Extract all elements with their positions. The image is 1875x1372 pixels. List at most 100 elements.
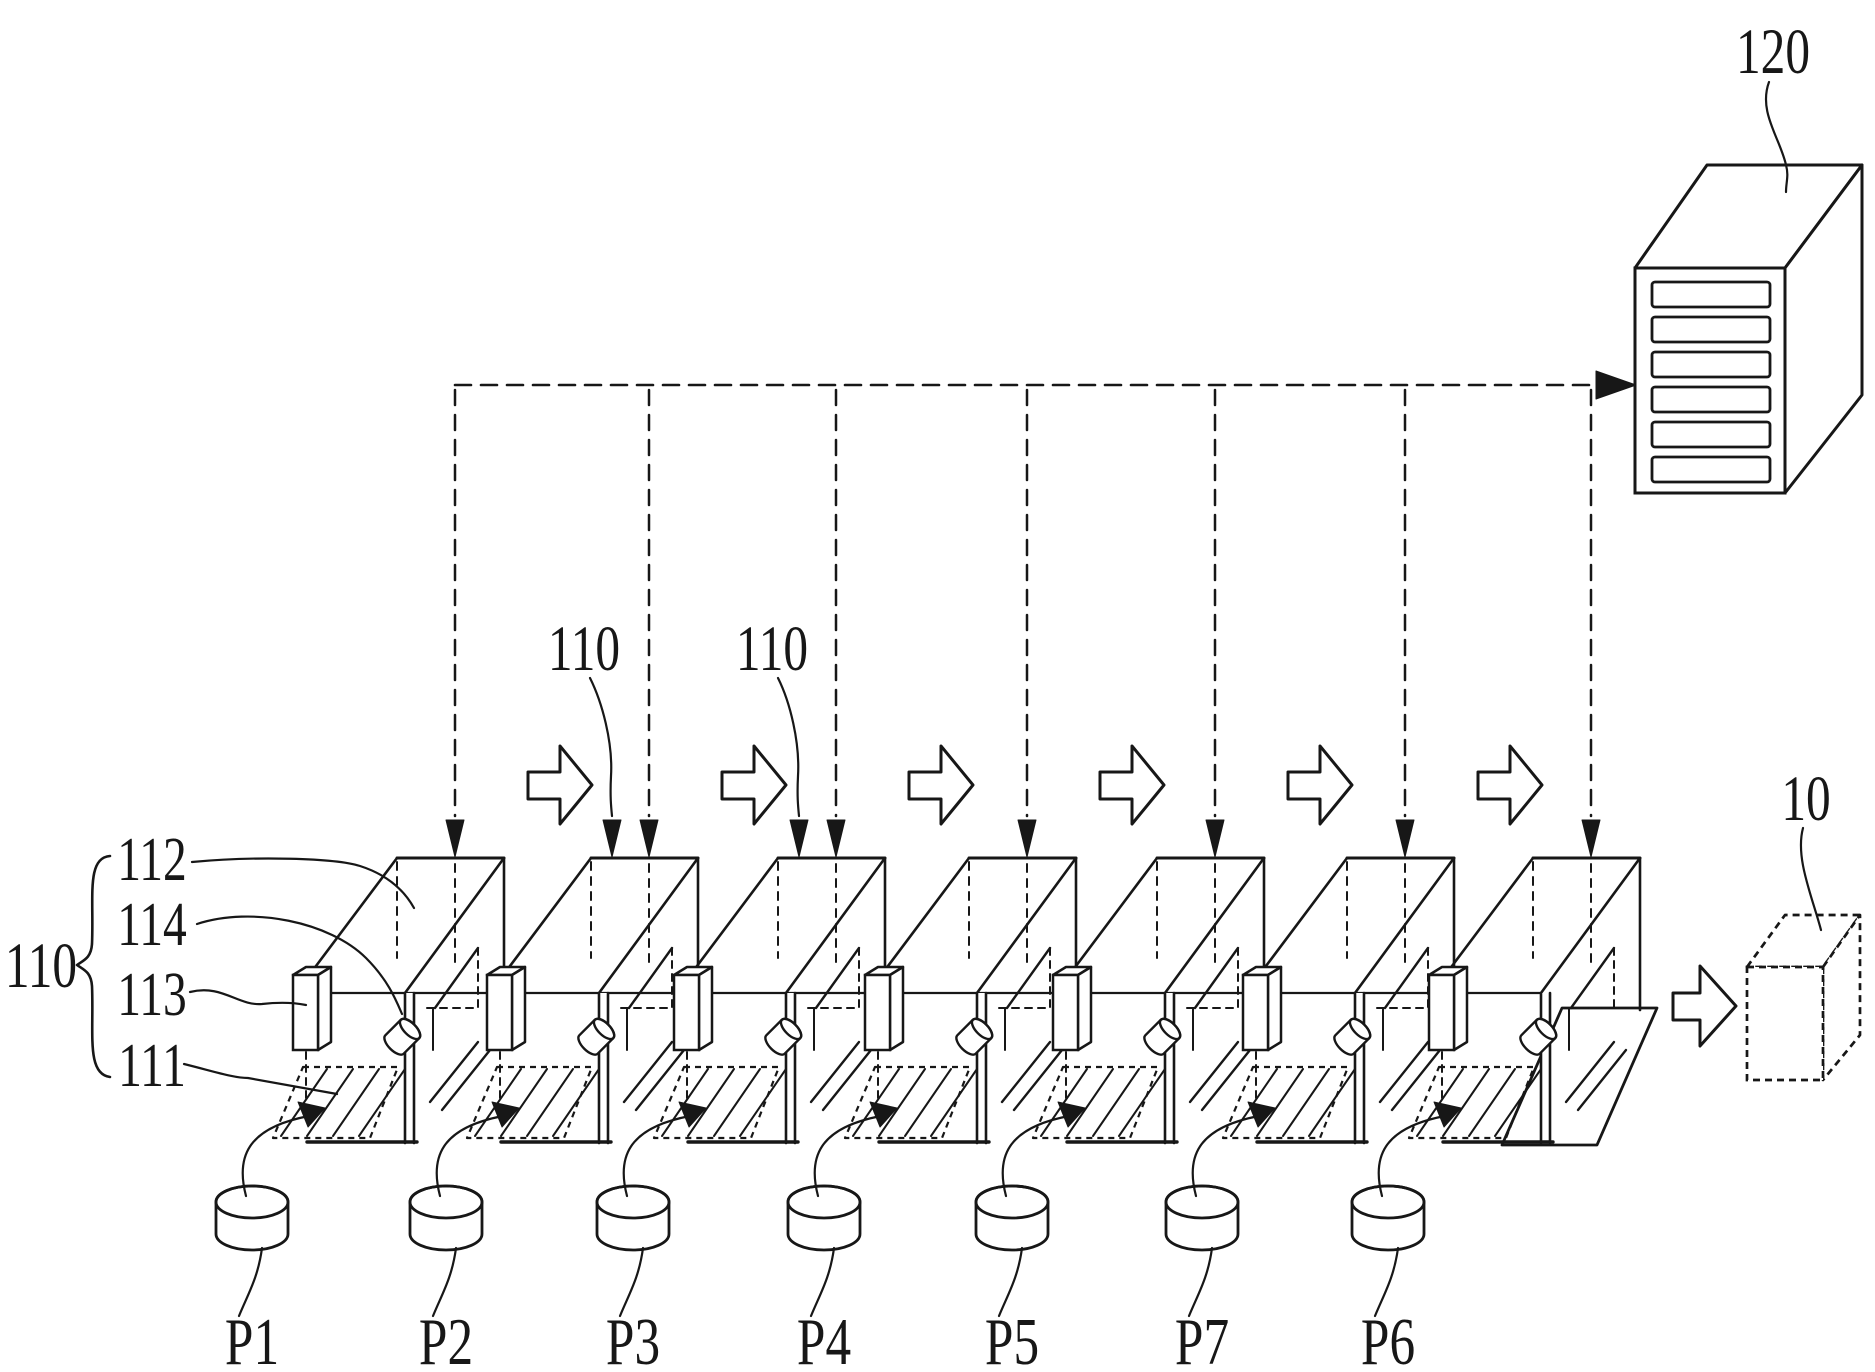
station-2-tray-hatch: [500, 1068, 548, 1137]
server-vent-slot: [1650, 455, 1772, 484]
station-5-sensor-body: [1143, 1017, 1182, 1056]
station-1-feed-leader: [241, 1114, 311, 1198]
station-callout-label-1: 110: [548, 614, 620, 685]
station-3-ramp-edge-b: [821, 1048, 873, 1112]
sensor-label-leader: [195, 915, 404, 1016]
station-2-ramp-edge-a: [622, 1040, 674, 1104]
station-3-feed-arrowhead: [678, 1101, 707, 1128]
station-7-sensor-cap: [1534, 1017, 1558, 1041]
station-3-sensor: [764, 1017, 803, 1056]
station-3-inner-slope: [814, 946, 861, 1010]
sensor-label: 114: [117, 890, 186, 958]
cover-label-leader: [190, 857, 416, 910]
station-6-tray-hatch: [1256, 1068, 1304, 1137]
station-4-reader-front: [863, 973, 892, 1052]
station-7-process-label: P6: [1361, 1305, 1415, 1372]
station-1-tray: [271, 1065, 400, 1140]
station-2-process-label: P2: [419, 1305, 473, 1372]
station-7-feed-arrowhead: [1433, 1101, 1462, 1128]
station-5-feed-arrowhead: [1057, 1101, 1086, 1128]
station-6-sensor: [1333, 1017, 1372, 1056]
station-1-process-leader: [237, 1246, 264, 1318]
station-4-supply-disk-top: [786, 1184, 862, 1220]
station-2-inner-slope: [627, 946, 674, 1010]
station-7-tray-hatch: [1442, 1068, 1490, 1137]
station-7-tray-hatch: [1416, 1068, 1464, 1137]
station-6-left-slope: [1249, 856, 1349, 988]
station-3-tray-hatch: [713, 1068, 761, 1137]
station-1-sensor: [383, 1017, 422, 1056]
station-5-tray-hatch: [1118, 1068, 1166, 1137]
station-3-supply-disk-top: [595, 1184, 671, 1220]
station-1-process-label: P1: [225, 1305, 279, 1372]
station-6-inner-slope: [1383, 946, 1430, 1010]
station-4-tray-hatch: [930, 1068, 978, 1137]
station-2-process-leader: [431, 1246, 458, 1318]
station-2-tray-hatch: [474, 1068, 522, 1137]
server-vent-slot: [1650, 385, 1772, 414]
station-2-feed-leader: [435, 1114, 505, 1198]
station-5-reader-side: [1076, 965, 1093, 1052]
station-4-tray-hatch: [852, 1068, 900, 1137]
station-callout-leader-1: [588, 676, 614, 818]
station-6-process-label: P7: [1175, 1305, 1229, 1372]
station-3-callout-arrow: [789, 819, 809, 858]
station-1-pillar-fill: [405, 993, 414, 1143]
station-5-reader-front: [1051, 973, 1080, 1052]
station-6-sensor-cap: [1348, 1017, 1372, 1041]
station-3-process-leader: [618, 1246, 645, 1318]
station-3-tray: [652, 1065, 781, 1140]
station-2-tray: [465, 1065, 594, 1140]
station-4-ramp-edge-a: [1000, 1040, 1052, 1104]
server-label-leader: [1764, 80, 1789, 194]
station-7-feed-leader: [1377, 1114, 1447, 1198]
station-2-reader-front: [485, 973, 514, 1052]
tray-label: 111: [118, 1031, 186, 1099]
station-3-tray-hatch: [739, 1068, 787, 1137]
station-1-tray-hatch: [358, 1068, 406, 1137]
cover-label: 112: [117, 825, 186, 893]
station-6-feed-leader: [1191, 1114, 1261, 1198]
station-7-reader-side: [1452, 965, 1469, 1052]
station-5-inner-slope: [1193, 946, 1240, 1010]
station-4-ramp-edge-b: [1012, 1048, 1064, 1112]
station-1-front-slope: [403, 856, 506, 995]
station-4-sensor-body: [955, 1017, 994, 1056]
station-3-process-label: P3: [606, 1305, 660, 1372]
transfer-arrow-2: [720, 744, 788, 826]
station-5-tray: [1031, 1065, 1160, 1140]
station-6-ramp-edge-b: [1390, 1048, 1442, 1112]
station-3-tray-hatch: [661, 1068, 709, 1137]
reader-label: 113: [117, 960, 186, 1028]
station-7-process-leader: [1373, 1246, 1400, 1318]
station-5-feed-leader: [1001, 1114, 1071, 1198]
station-3-reader-front: [672, 973, 701, 1052]
station-4-left-slope: [871, 856, 971, 988]
station-7-tray-hatch: [1468, 1068, 1516, 1137]
station-5-sensor-cap: [1158, 1017, 1182, 1041]
station-2-pillar-fill: [599, 993, 608, 1143]
station-1-down-arrow: [445, 819, 465, 858]
server-vent-slot: [1650, 315, 1772, 344]
station-2-supply-disk-top: [408, 1184, 484, 1220]
station-callout-leader-2: [776, 676, 801, 818]
station-5-process-leader: [997, 1246, 1024, 1318]
server-vent-slot: [1650, 350, 1772, 379]
station-5-tray-hatch: [1040, 1068, 1088, 1137]
station-4-process-leader: [809, 1246, 836, 1318]
station-3-sensor-body: [764, 1017, 803, 1056]
station-2-front-slope: [597, 856, 700, 995]
station-2-ramp-edge-b: [634, 1048, 686, 1112]
station-2-sensor-cap: [592, 1017, 616, 1041]
station-1-sensor-cap: [398, 1017, 422, 1041]
station-4-reader-side: [888, 965, 905, 1052]
station-2-tray-hatch: [526, 1068, 574, 1137]
station-3-pillar-fill: [786, 993, 795, 1143]
station-1-feed-arrowhead: [297, 1101, 326, 1128]
station-5-left-slope: [1059, 856, 1159, 988]
station-6-process-leader: [1187, 1246, 1214, 1318]
transfer-arrow-3: [907, 744, 975, 826]
station-1-tray-hatch: [280, 1068, 328, 1137]
station-5-front-slope: [1163, 856, 1266, 995]
